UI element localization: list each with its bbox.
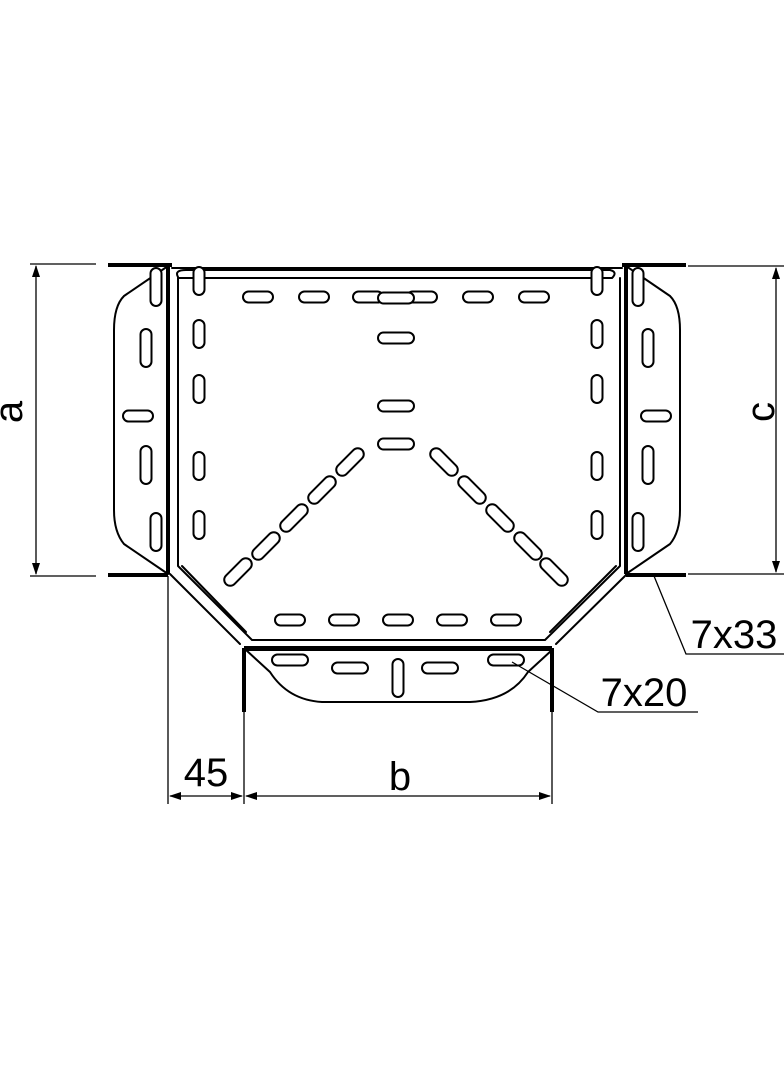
slot xyxy=(192,510,206,540)
slot xyxy=(487,653,525,667)
slot xyxy=(139,445,153,485)
slot xyxy=(436,613,468,627)
slot xyxy=(149,512,163,552)
slot xyxy=(377,331,415,345)
dim-b-label: b xyxy=(389,755,411,799)
slot-pattern xyxy=(122,266,672,698)
slot xyxy=(631,512,645,552)
slot xyxy=(518,290,550,304)
slot xyxy=(513,531,543,561)
slot xyxy=(429,447,459,477)
slot xyxy=(274,613,306,627)
tray-body xyxy=(108,263,686,712)
slot xyxy=(251,531,281,561)
slot xyxy=(192,451,206,481)
left-flange xyxy=(113,265,169,575)
slot xyxy=(590,374,604,404)
dim-c-label: c xyxy=(739,402,783,422)
leader-bottom-slot xyxy=(511,661,698,713)
slot xyxy=(590,510,604,540)
callout-side-slot: 7x33 xyxy=(691,613,778,657)
leader-side-slot xyxy=(653,575,784,655)
dim-a-label: a xyxy=(0,400,31,423)
slot xyxy=(377,399,415,413)
slot xyxy=(307,475,337,505)
dimension-labels: a c 45 b 7x33 7x20 xyxy=(0,400,783,799)
right-flange xyxy=(625,265,681,575)
slot xyxy=(298,290,330,304)
slot xyxy=(641,328,655,368)
slot xyxy=(490,613,522,627)
bottom-flange xyxy=(245,649,553,703)
callout-bottom-slot: 7x20 xyxy=(601,671,688,715)
slot xyxy=(382,613,414,627)
slot xyxy=(377,437,415,451)
slot xyxy=(640,409,672,423)
slot xyxy=(462,290,494,304)
slot xyxy=(149,267,163,307)
slot xyxy=(590,266,604,296)
slot xyxy=(377,291,415,305)
slot xyxy=(328,613,360,627)
panel-outline xyxy=(177,277,621,641)
slot xyxy=(590,451,604,481)
slot xyxy=(242,290,274,304)
dim-45-label: 45 xyxy=(184,751,229,795)
slot xyxy=(122,409,154,423)
slot xyxy=(223,557,253,587)
slot xyxy=(641,445,655,485)
slot xyxy=(279,503,309,533)
dimensions xyxy=(30,263,784,804)
slot xyxy=(192,319,206,349)
slot xyxy=(192,266,206,296)
slot xyxy=(331,661,369,675)
top-flange xyxy=(171,267,623,279)
slot xyxy=(457,475,487,505)
slot xyxy=(335,447,365,477)
slot xyxy=(631,267,645,307)
slot xyxy=(192,374,206,404)
slot xyxy=(485,503,515,533)
slot xyxy=(590,319,604,349)
slot xyxy=(421,661,459,675)
slot xyxy=(139,328,153,368)
slot xyxy=(271,653,309,667)
slot xyxy=(539,557,569,587)
slot xyxy=(391,658,405,698)
diagonal-folds xyxy=(169,565,628,645)
